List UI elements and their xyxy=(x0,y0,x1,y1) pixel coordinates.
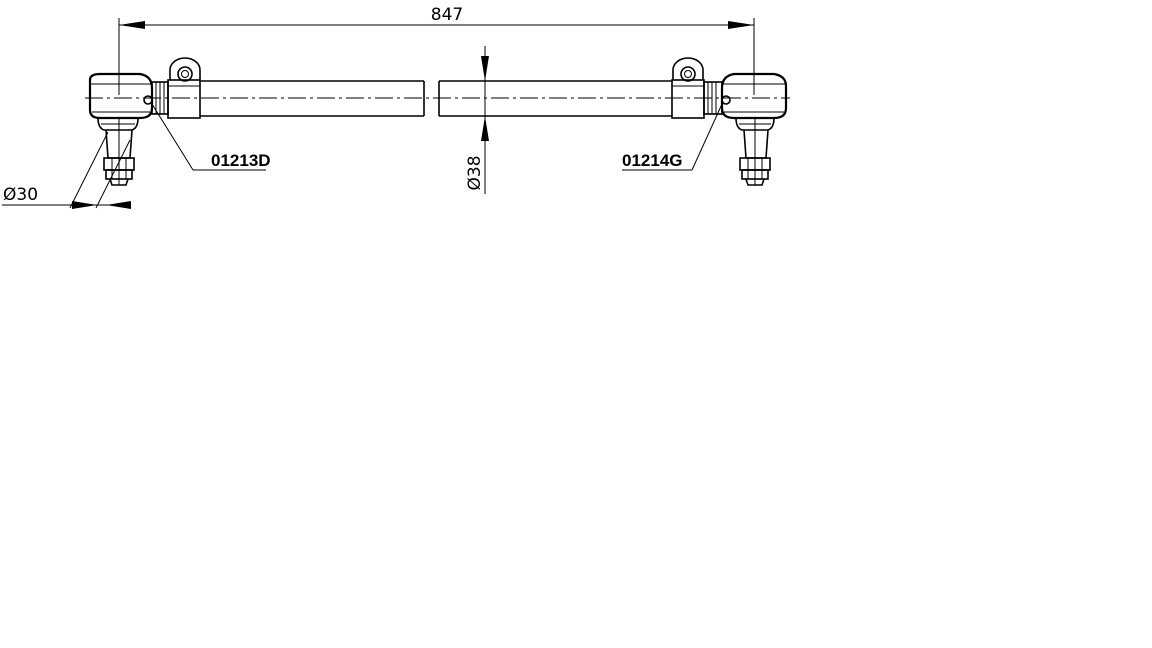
tube xyxy=(200,80,672,117)
left-part-callout: 01213D xyxy=(151,103,271,171)
tube-diameter-dimension: Ø38 xyxy=(465,46,489,194)
stud-diameter-label: Ø30 xyxy=(3,185,38,205)
overall-length-dimension: 847 xyxy=(118,5,755,95)
left-ball-joint xyxy=(88,72,169,186)
left-part-number: 01213D xyxy=(211,151,271,170)
right-part-number: 01214G xyxy=(622,151,683,170)
stud-diameter-dimension: Ø30 xyxy=(2,131,131,209)
right-clamp xyxy=(671,57,705,119)
tube-diameter-label: Ø38 xyxy=(465,155,485,190)
left-clamp xyxy=(167,57,201,119)
overall-length-label: 847 xyxy=(431,5,463,25)
right-ball-joint xyxy=(703,72,788,186)
right-part-callout: 01214G xyxy=(622,103,723,171)
